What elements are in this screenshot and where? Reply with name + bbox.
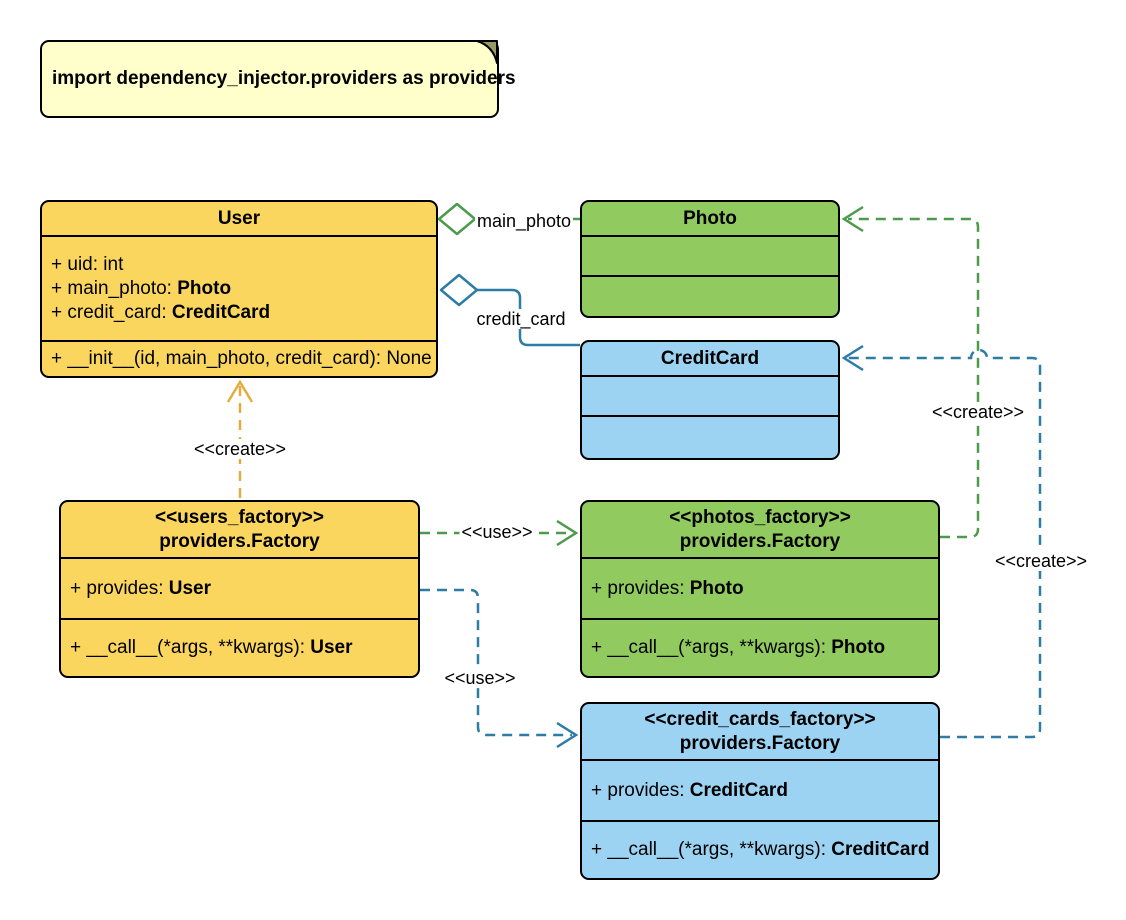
class-users-factory-methods: + __call__(*args, **kwargs): User — [61, 620, 418, 676]
class-name: providers.Factory — [159, 530, 320, 552]
class-photo: Photo — [580, 200, 840, 318]
class-users-factory: <<users_factory>> providers.Factory + pr… — [59, 500, 420, 678]
create-photo-arrowhead-icon — [841, 205, 864, 233]
note-import-statement: import dependency_injector.providers as … — [40, 40, 516, 118]
attribute-row: + provides: CreditCard — [591, 779, 788, 801]
attribute-row: + main_photo: Photo — [51, 277, 232, 299]
edge-label-use-photos: <<use>> — [459, 522, 535, 542]
create-credit-card-arrowhead-icon — [841, 344, 864, 372]
attribute-row: + credit_card: CreditCard — [51, 301, 271, 323]
attribute-row: + provides: Photo — [591, 577, 744, 599]
method-row: + __init__(id, main_photo, credit_card):… — [51, 348, 432, 369]
class-user-title: User — [42, 202, 436, 237]
class-stereotype: <<credit_cards_factory>> — [644, 708, 876, 730]
class-name: User — [217, 207, 261, 229]
class-credit-cards-factory-methods: + __call__(*args, **kwargs): CreditCard — [582, 822, 938, 878]
class-users-factory-attributes: + provides: User — [61, 559, 418, 620]
class-user-attributes: + uid: int + main_photo: Photo + credit_… — [42, 237, 436, 342]
class-name: Photo — [683, 207, 737, 229]
edge-label-main-photo: main_photo — [474, 211, 574, 231]
use-credit-cards-arrowhead-icon — [556, 721, 579, 749]
edge-label-create-credit-card: <<create>> — [992, 551, 1090, 571]
class-photos-factory-title: <<photos_factory>> providers.Factory — [582, 502, 938, 559]
empty-methods-compartment — [582, 417, 838, 458]
class-photos-factory-attributes: + provides: Photo — [582, 559, 938, 620]
edge-label-create-user: <<create>> — [191, 439, 289, 459]
empty-attributes-compartment — [582, 237, 838, 277]
empty-attributes-compartment — [582, 377, 838, 417]
create-photo-edge — [848, 217, 980, 539]
class-credit-cards-factory: <<credit_cards_factory>> providers.Facto… — [580, 702, 940, 880]
use-photos-arrowhead-icon — [556, 519, 579, 547]
note-text: import dependency_injector.providers as … — [52, 68, 516, 89]
attribute-row: + provides: User — [70, 577, 211, 599]
edge-label-create-photo: <<create>> — [929, 402, 1027, 422]
class-name: providers.Factory — [679, 530, 841, 552]
edge-label-use-credit-cards: <<use>> — [442, 668, 518, 688]
method-row: + __call__(*args, **kwargs): User — [70, 637, 353, 658]
class-stereotype: <<users_factory>> — [154, 506, 324, 528]
class-credit-cards-factory-title: <<credit_cards_factory>> providers.Facto… — [582, 704, 938, 761]
aggregation-main-photo-diamond-icon — [437, 202, 477, 236]
attribute-row: + uid: int — [51, 253, 124, 275]
edge-label-credit-card: credit_card — [474, 309, 568, 329]
class-photos-factory-methods: + __call__(*args, **kwargs): Photo — [582, 620, 938, 676]
use-credit-cards-edge — [420, 588, 572, 737]
class-photo-title: Photo — [582, 202, 838, 237]
class-users-factory-title: <<users_factory>> providers.Factory — [61, 502, 418, 559]
class-user: User + uid: int + main_photo: Photo + cr… — [40, 200, 438, 378]
class-credit-cards-factory-attributes: + provides: CreditCard — [582, 761, 938, 822]
empty-methods-compartment — [582, 277, 838, 316]
class-photos-factory: <<photos_factory>> providers.Factory + p… — [580, 500, 940, 678]
method-row: + __call__(*args, **kwargs): CreditCard — [591, 839, 930, 860]
class-stereotype: <<photos_factory>> — [669, 506, 851, 528]
create-user-arrowhead-icon — [226, 379, 254, 403]
class-creditcard-title: CreditCard — [582, 342, 838, 377]
method-row: + __call__(*args, **kwargs): Photo — [591, 637, 886, 658]
class-name: providers.Factory — [679, 732, 841, 754]
class-creditcard: CreditCard — [580, 340, 840, 460]
class-name: CreditCard — [660, 347, 760, 369]
aggregation-credit-card-diamond-icon — [439, 273, 479, 307]
class-user-methods: + __init__(id, main_photo, credit_card):… — [42, 342, 436, 376]
